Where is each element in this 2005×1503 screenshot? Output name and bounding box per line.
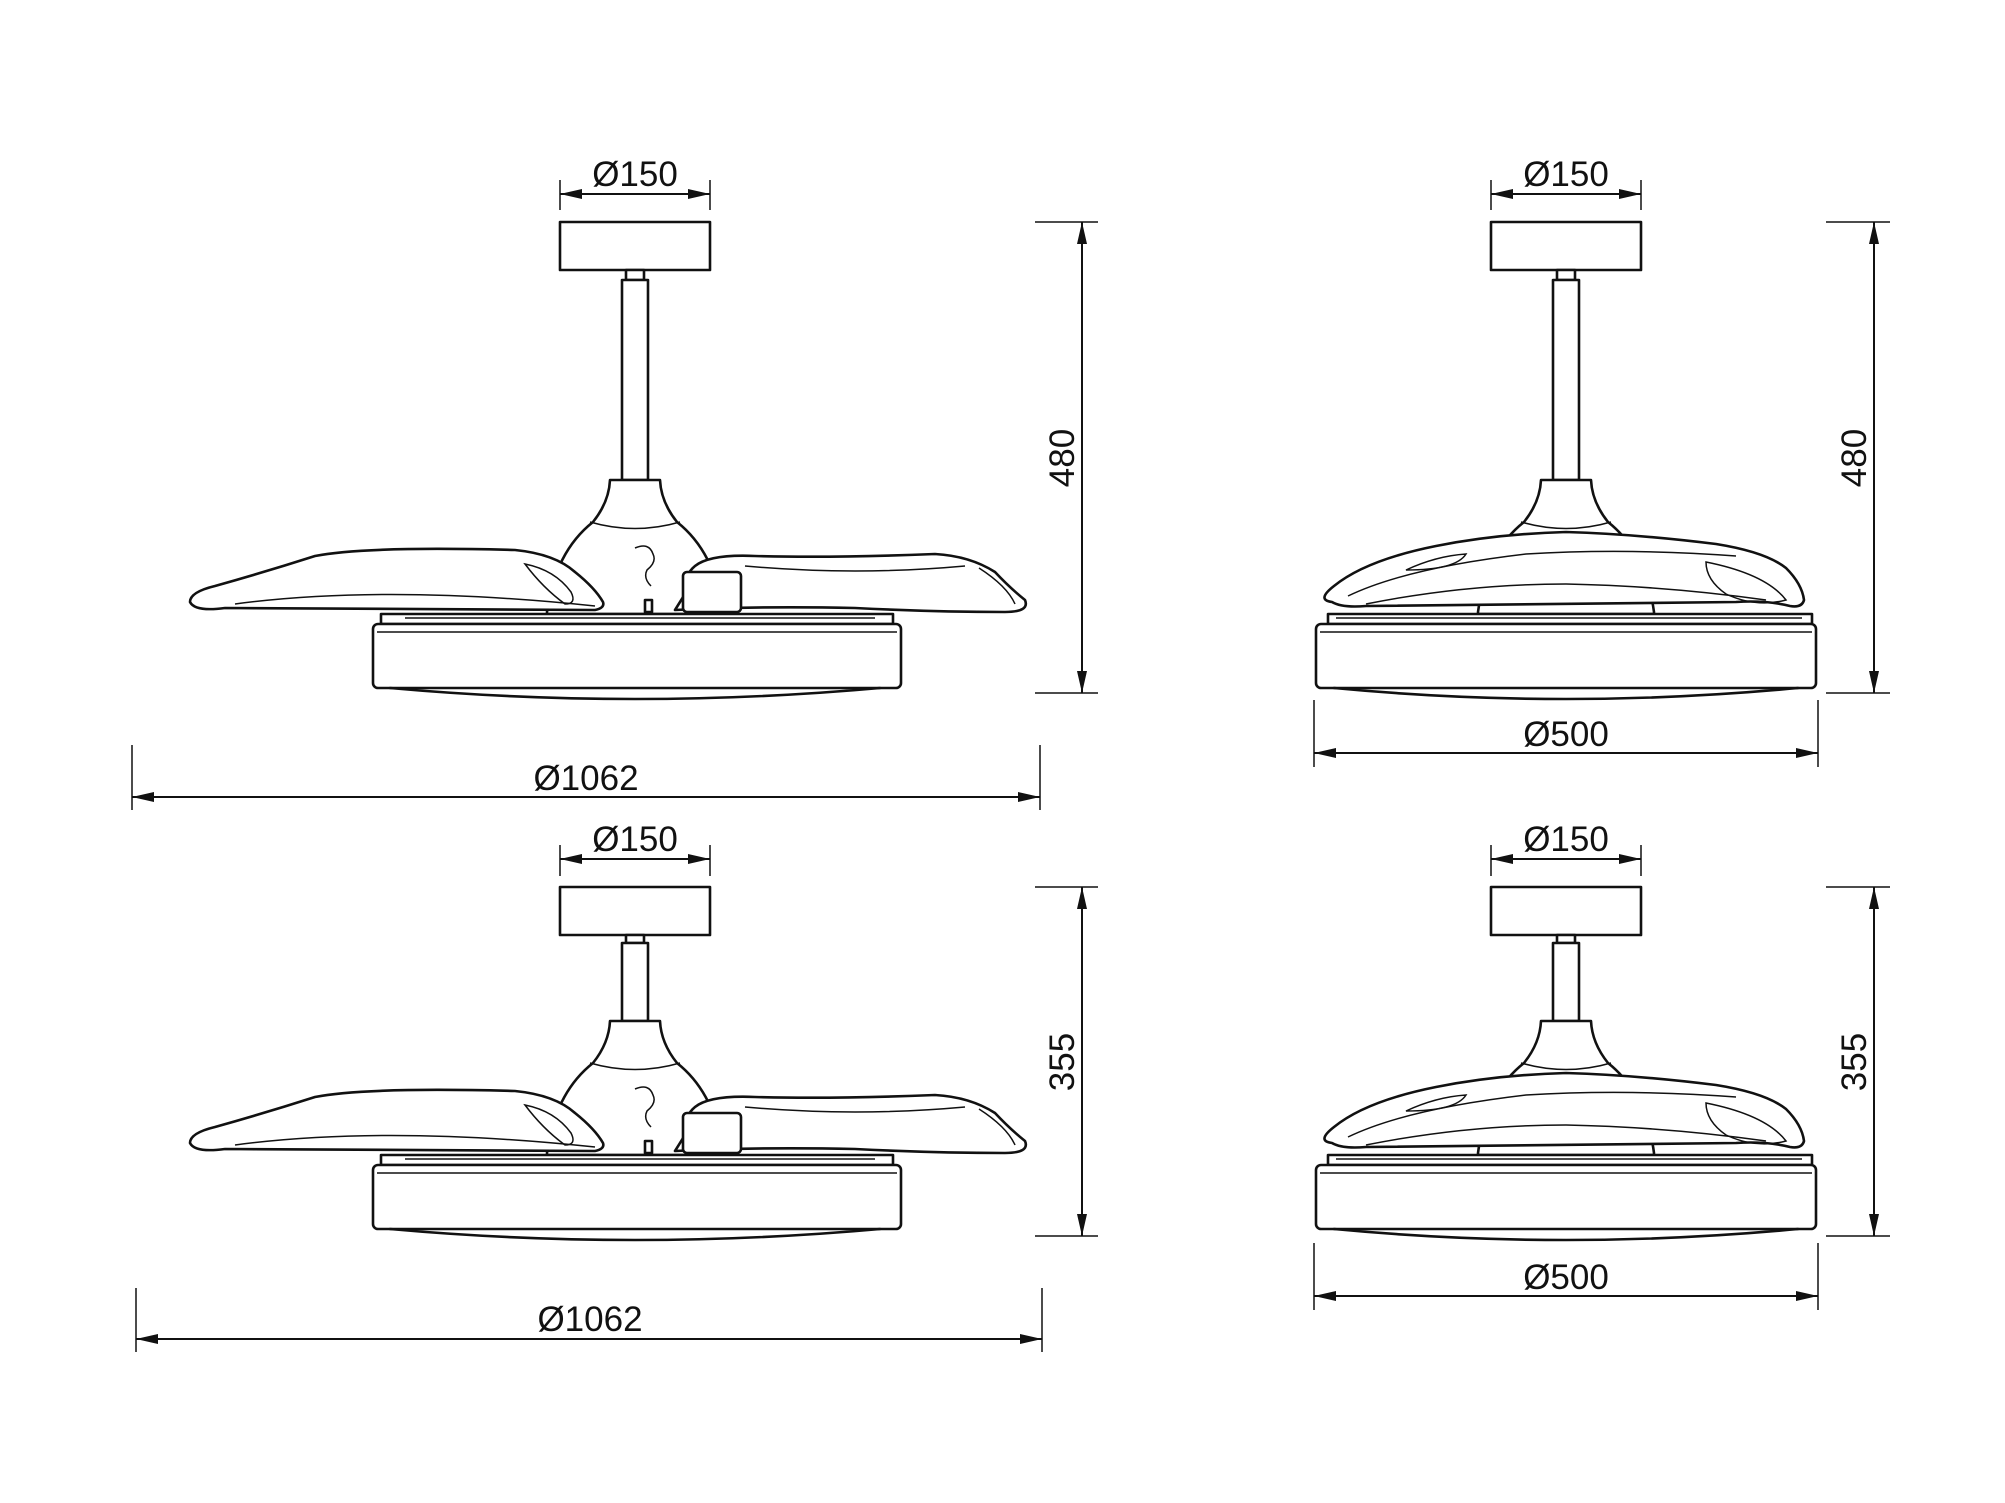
fan-body [545,220,725,616]
width-label: Ø500 [1523,715,1609,754]
canopy-dimension: Ø150 [1490,155,1642,210]
width-label: Ø500 [1523,1258,1609,1297]
height-label: 355 [1043,1033,1082,1091]
view-closed-480: Ø150 480 Ø500 [1313,155,1890,767]
canopy-diameter-label: Ø150 [592,155,678,194]
height-label: 480 [1043,429,1082,487]
width-label: Ø1062 [533,759,638,798]
canopy-dimension: Ø150 [1490,820,1642,876]
width-dimension: Ø1062 [135,1288,1043,1352]
width-dimension: Ø500 [1313,1243,1819,1310]
height-dimension: 480 [1826,221,1890,694]
canopy-dimension: Ø150 [559,820,711,876]
blade-assembly-closed [1314,530,1818,701]
canopy-diameter-label: Ø150 [1523,820,1609,859]
width-label: Ø1062 [537,1300,642,1339]
canopy-diameter-label: Ø150 [592,820,678,859]
height-dimension: 355 [1826,886,1890,1237]
view-open-355: Ø150 355 Ø1062 [135,820,1098,1352]
width-dimension: Ø500 [1313,700,1819,767]
height-dimension: 355 [1035,886,1098,1237]
height-dimension: 480 [1035,221,1098,694]
width-dimension: Ø1062 [131,745,1041,810]
height-label: 355 [1835,1033,1874,1091]
view-open-480: Ø150 480 Ø1062 [131,155,1098,810]
blade-assembly-closed [1314,1071,1818,1242]
canopy-dimension: Ø150 [559,155,711,210]
canopy-diameter-label: Ø150 [1523,155,1609,194]
view-closed-355: Ø150 355 Ø500 [1313,820,1890,1310]
height-label: 480 [1835,429,1874,487]
